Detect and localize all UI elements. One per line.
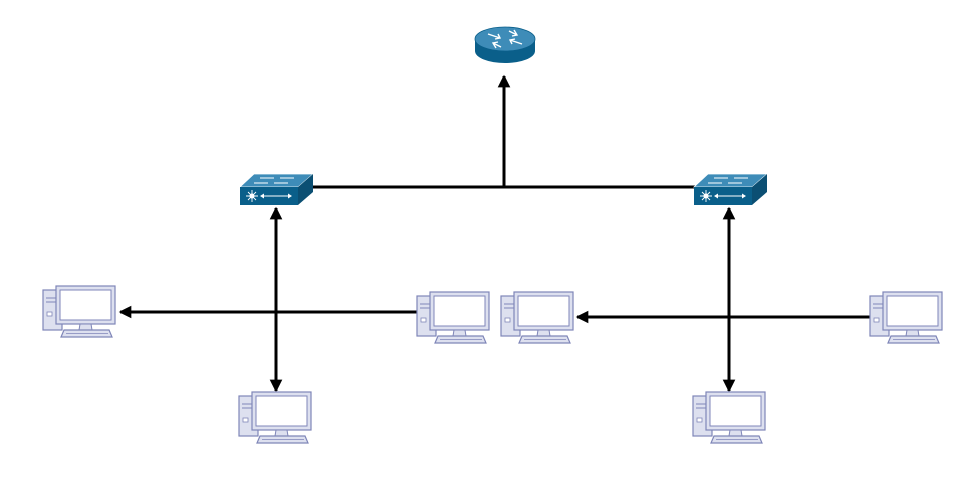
computer-icon <box>500 291 574 344</box>
computer-icon <box>692 391 766 444</box>
router-icon <box>474 26 536 64</box>
computer-icon <box>42 285 116 338</box>
switch-icon <box>693 173 768 206</box>
computer-icon <box>416 291 490 344</box>
links <box>118 74 886 393</box>
computer-icon <box>869 291 943 344</box>
computer-icon <box>238 391 312 444</box>
switch-icon <box>239 173 314 206</box>
